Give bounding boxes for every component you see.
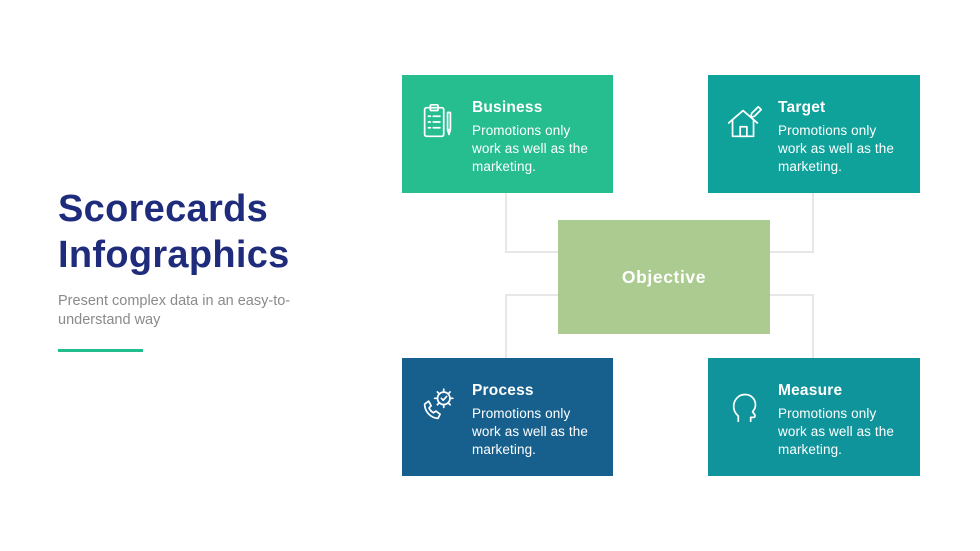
connector-line <box>769 251 814 253</box>
card-description: Promotions only work as well as the mark… <box>778 123 894 174</box>
card-process: Process Promotions only work as well as … <box>402 358 613 476</box>
card-description: Promotions only work as well as the mark… <box>778 406 894 457</box>
card-target: Target Promotions only work as well as t… <box>708 75 920 193</box>
phone-gear-icon <box>417 382 459 476</box>
connector-line <box>505 294 507 358</box>
card-text: Target Promotions only work as well as t… <box>778 99 898 193</box>
intro-panel: Scorecards Infographics Present complex … <box>58 186 328 352</box>
objective-box: Objective <box>558 220 770 334</box>
card-business: Business Promotions only work as well as… <box>402 75 613 193</box>
card-description: Promotions only work as well as the mark… <box>472 123 588 174</box>
card-title: Measure <box>778 382 843 399</box>
connector-line <box>812 294 814 358</box>
connector-line <box>505 294 559 296</box>
card-title: Business <box>472 99 543 116</box>
card-title: Process <box>472 382 534 399</box>
card-text: Business Promotions only work as well as… <box>472 99 592 193</box>
objective-label: Objective <box>621 266 707 287</box>
card-text: Process Promotions only work as well as … <box>472 382 592 476</box>
connector-line <box>769 294 814 296</box>
card-title: Target <box>778 99 826 116</box>
clipboard-checklist-icon <box>417 99 459 193</box>
house-pencil-icon <box>723 99 765 193</box>
accent-divider <box>58 348 143 352</box>
card-text: Measure Promotions only work as well as … <box>778 382 898 476</box>
head-profile-icon <box>723 382 765 476</box>
connector-line <box>505 193 507 253</box>
page-subtitle: Present complex data in an easy-to-under… <box>58 292 291 329</box>
page-title: Scorecards Infographics <box>58 188 290 277</box>
card-description: Promotions only work as well as the mark… <box>472 406 588 457</box>
connector-line <box>505 251 559 253</box>
card-measure: Measure Promotions only work as well as … <box>708 358 920 476</box>
connector-line <box>812 193 814 253</box>
